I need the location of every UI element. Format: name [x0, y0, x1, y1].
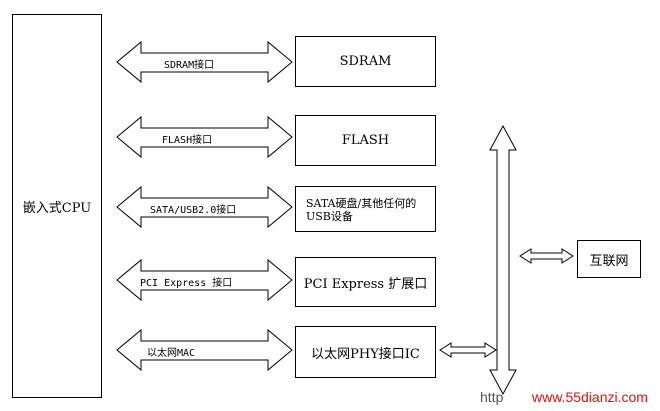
sata-usb-interface-label: SATA/USB2.0接口 [150, 205, 237, 216]
ethernet-phy-label: 以太网PHY接口IC [311, 346, 420, 362]
flash-device-label: FLASH [341, 133, 390, 148]
flash-box: FLASH [295, 115, 436, 166]
sata-double-arrow [116, 185, 293, 229]
embedded-cpu-label: 嵌入式CPU [22, 200, 92, 216]
ethernet-phy-box: 以太网PHY接口IC [295, 326, 436, 378]
sdram-interface-label: SDRAM接口 [164, 60, 215, 71]
ethernet-mac-label: 以太网MAC [147, 348, 196, 359]
flash-interface-label: FLASH接口 [162, 135, 213, 146]
sdram-box: SDRAM [295, 36, 436, 87]
bus-internet-double-arrow [519, 248, 574, 264]
embedded-cpu-box: 嵌入式CPU [12, 14, 102, 398]
sata-usb-device-box: SATA硬盘/其他任何的 USB设备 [295, 186, 436, 232]
internet-box: 互联网 [577, 240, 641, 278]
internet-label: 互联网 [589, 253, 629, 269]
phy-bus-double-arrow [439, 342, 497, 358]
watermark-site: www.55dianzi.com [532, 389, 648, 405]
pcie-double-arrow [116, 258, 293, 302]
pcie-expansion-box: PCI Express 扩展口 [295, 257, 436, 307]
watermark-prefix: http [480, 389, 504, 405]
sdram-double-arrow [116, 40, 293, 84]
sdram-device-label: SDRAM [339, 54, 392, 69]
pcie-device-label: PCI Express 扩展口 [303, 276, 428, 292]
network-bus-vertical-arrow [489, 124, 517, 396]
pcie-interface-label: PCI Express 接口 [140, 278, 233, 289]
mac-double-arrow [116, 328, 293, 372]
flash-double-arrow [116, 115, 293, 159]
sata-usb-device-label: SATA硬盘/其他任何的 USB设备 [306, 197, 417, 223]
